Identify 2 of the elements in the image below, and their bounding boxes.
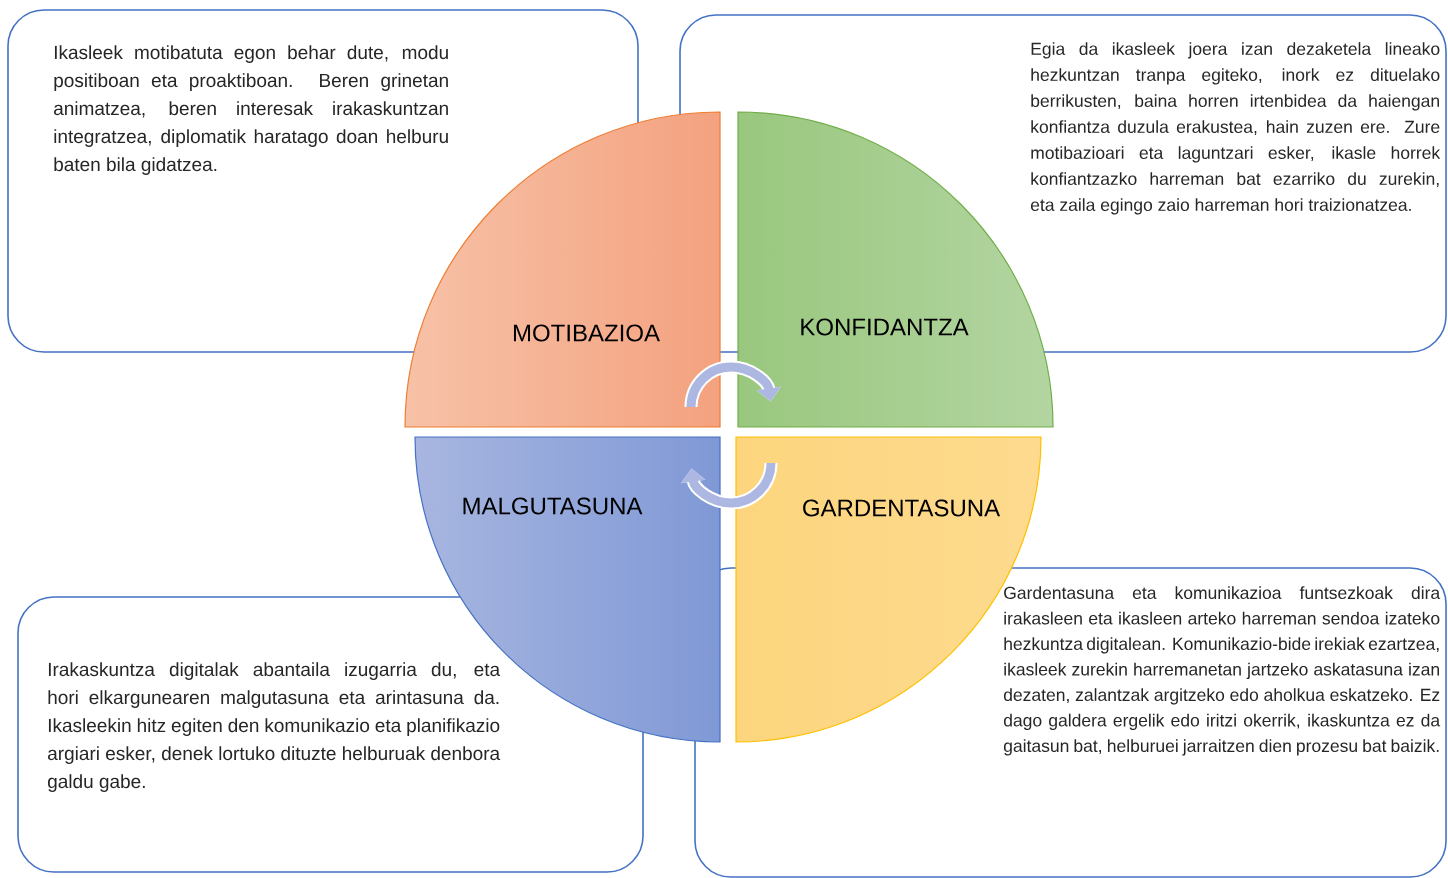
cycle-arrow [680,462,778,510]
cycle-arrow [684,360,782,408]
